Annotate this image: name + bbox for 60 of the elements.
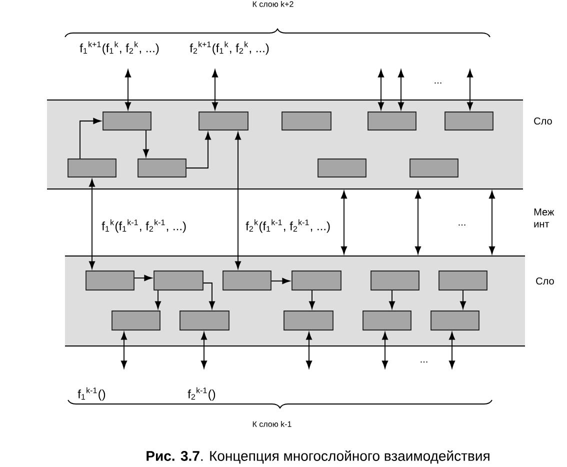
process-box: [368, 112, 416, 130]
arrow: [89, 179, 96, 269]
formula-label: f$_{2}$$^{k+1}$(f$_{1}$$^{k}$, f$_{2}$$^{k}$, ...): [190, 41, 269, 55]
process-box: [284, 310, 334, 330]
process-box: [198, 112, 248, 130]
ellipsis: ...: [458, 224, 466, 226]
arrow: [449, 332, 456, 368]
process-box: [112, 310, 160, 330]
process-box: [180, 310, 230, 330]
process-box: [292, 270, 342, 290]
process-box: [410, 158, 458, 178]
process-box: [362, 310, 412, 330]
process-box: [438, 270, 488, 290]
arrow: [460, 290, 466, 309]
formula-label: f$_{1}$$^{k}$(f$_{1}$$^{k-1}$, f$_{2}$$^{k-1}$, ...): [102, 219, 186, 233]
node-label: Сло: [536, 277, 554, 285]
arrow: [467, 70, 473, 110]
process-box: [444, 112, 494, 130]
arrow: [121, 332, 128, 368]
arrow: [80, 118, 101, 159]
ellipsis: ...: [420, 361, 428, 363]
process-box: [86, 270, 134, 290]
arrow: [378, 70, 384, 110]
arrow: [203, 282, 216, 309]
process-box: [102, 112, 152, 130]
arrow: [186, 132, 212, 168]
arrow: [489, 190, 495, 254]
arrow: [341, 190, 348, 254]
process-box: [68, 158, 116, 178]
arrow: [415, 190, 421, 254]
arrow: [201, 332, 208, 368]
side-label: Меж инт: [534, 208, 554, 228]
caption: Рис. 3.7. Концепция многослойного взаимодействия: [146, 450, 490, 464]
arrow: [125, 70, 132, 110]
node-label: Сло: [534, 117, 552, 125]
formula-label: f$_{2}$$^{k}$(f$_{1}$$^{k-1}$, f$_{2}$$^{k-1}$, ...): [246, 219, 330, 233]
arrow: [271, 278, 290, 284]
process-box: [138, 158, 186, 178]
formula-label: f$_{2}$$^{k-1}$(): [188, 387, 216, 401]
arrow: [382, 332, 388, 368]
arrow: [235, 132, 242, 269]
arrow: [309, 290, 316, 309]
formula-label: f$_{1}$$^{k-1}$(): [78, 387, 106, 401]
arrow: [212, 70, 218, 110]
process-box: [370, 270, 420, 290]
formula-label: f$_{1}$$^{k+1}$(f$_{1}$$^{k}$, f$_{2}$$^{k}$, ...): [80, 41, 159, 55]
process-box: [318, 158, 366, 178]
process-box: [222, 270, 272, 290]
layer-label: К слою k+2: [252, 1, 294, 7]
process-box: [282, 112, 332, 130]
arrow: [389, 290, 396, 309]
arrow: [143, 130, 150, 157]
arrow: [134, 274, 152, 281]
arrow: [155, 290, 162, 309]
ellipsis: ...: [434, 82, 442, 84]
process-box: [430, 310, 480, 330]
arrow: [398, 70, 404, 110]
process-box: [154, 270, 204, 290]
arrow: [306, 332, 312, 368]
layer-label: К слою k-1: [252, 421, 292, 427]
